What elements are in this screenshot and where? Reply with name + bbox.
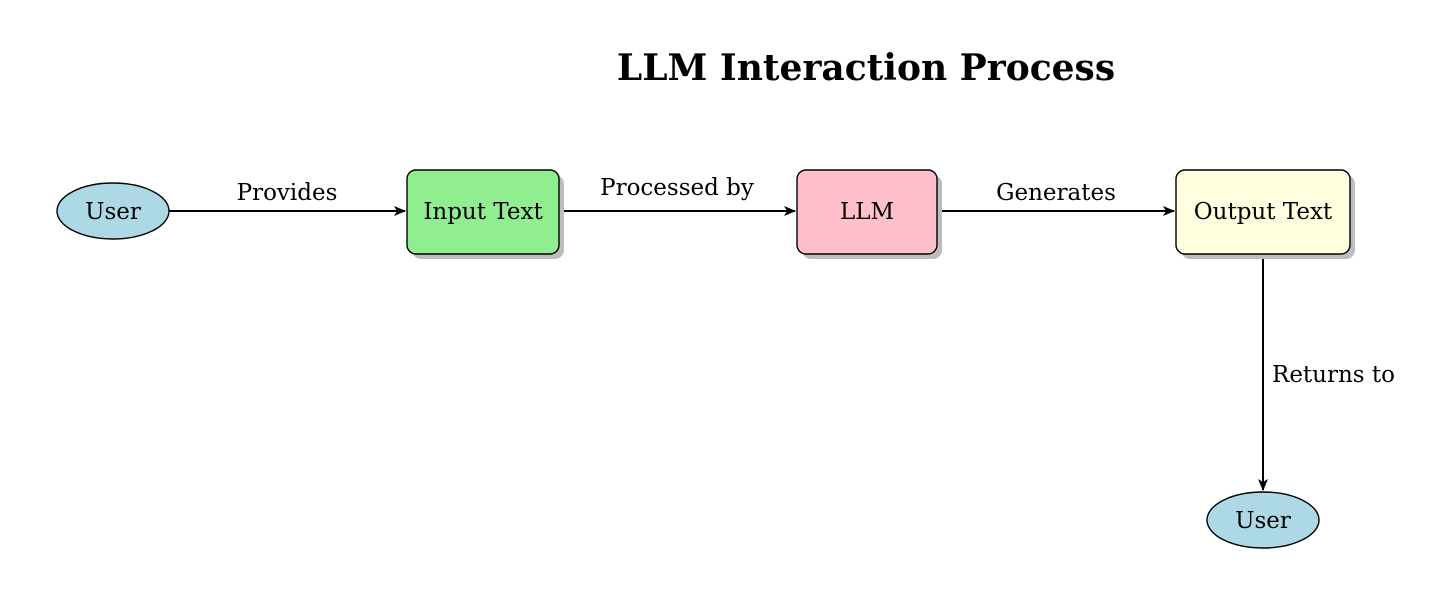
node-user-start-shape (56, 182, 170, 240)
node-input-text: Input Text (406, 169, 564, 259)
node-llm-shape (796, 169, 938, 255)
node-input-text-shape (406, 169, 560, 255)
node-user-end-shape (1206, 491, 1320, 549)
node-output-text-label: Output Text (1194, 199, 1333, 225)
node-user-start: User (56, 182, 170, 240)
node-llm: LLM (796, 169, 942, 259)
node-user-start-label: User (85, 199, 141, 225)
edge-label-returns-to: Returns to (1272, 362, 1395, 388)
node-output-text: Output Text (1175, 169, 1355, 259)
edge-label-processed-by: Processed by (600, 175, 754, 201)
node-llm-label: LLM (840, 199, 894, 225)
node-user-end-label: User (1235, 508, 1291, 534)
edge-label-generates: Generates (996, 180, 1116, 206)
node-input-text-label: Input Text (423, 199, 543, 225)
node-output-text-shape (1175, 169, 1351, 255)
node-user-end: User (1206, 491, 1320, 549)
diagram-title: LLM Interaction Process (617, 47, 1115, 89)
edge-label-provides: Provides (237, 180, 338, 206)
